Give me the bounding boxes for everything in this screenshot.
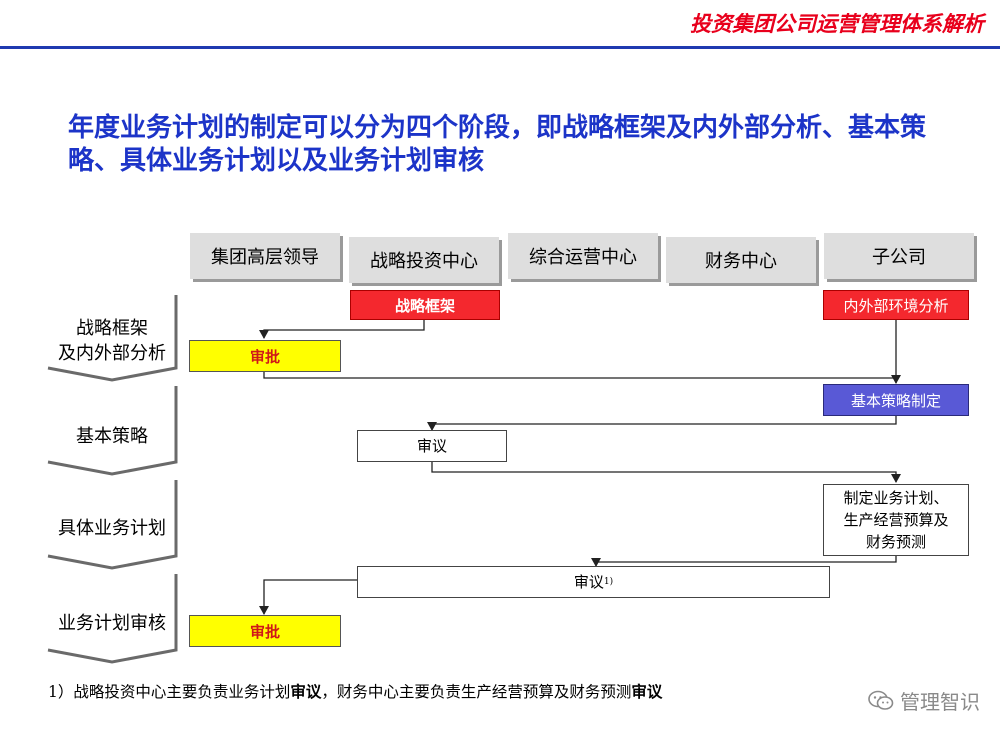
phase-label-plan-review: 业务计划审核 bbox=[58, 613, 166, 634]
phase-chevrons bbox=[47, 295, 178, 664]
phase-label-basic-strategy: 基本策略 bbox=[76, 426, 148, 447]
approval-box-2: 审批 bbox=[189, 615, 341, 647]
phase-label-business-plan: 具体业务计划 bbox=[58, 518, 166, 539]
page-title: 年度业务计划的制定可以分为四个阶段，即战略框架及内外部分析、基本策略、具体业务计… bbox=[68, 113, 927, 176]
approval-box-1: 审批 bbox=[189, 340, 341, 372]
column-header-finance: 财务中心 bbox=[666, 237, 816, 283]
strategy-framework-box: 战略框架 bbox=[350, 290, 500, 320]
column-header-group-leadership: 集团高层领导 bbox=[190, 233, 340, 279]
env-analysis-box: 内外部环境分析 bbox=[823, 290, 969, 320]
phase-label-strategy-framework: 战略框架 及内外部分析 bbox=[58, 318, 166, 364]
header-title: 投资集团公司运营管理体系解析 bbox=[690, 12, 984, 36]
header-divider bbox=[0, 46, 1000, 49]
footnote: 1）战略投资中心主要负责业务计划审议，财务中心主要负责生产经营预算及财务预测审议 bbox=[48, 682, 663, 701]
column-header-subsidiary: 子公司 bbox=[824, 233, 974, 279]
basic-strategy-box: 基本策略制定 bbox=[823, 384, 969, 416]
column-header-operations: 综合运营中心 bbox=[508, 233, 658, 279]
review-box-1: 审议 bbox=[357, 430, 507, 462]
watermark: 管理智识 bbox=[868, 686, 980, 715]
business-plan-box: 制定业务计划、 生产经营预算及 财务预测 bbox=[823, 484, 969, 556]
wechat-icon bbox=[868, 690, 894, 710]
column-header-strategic-investment: 战略投资中心 bbox=[349, 237, 499, 283]
